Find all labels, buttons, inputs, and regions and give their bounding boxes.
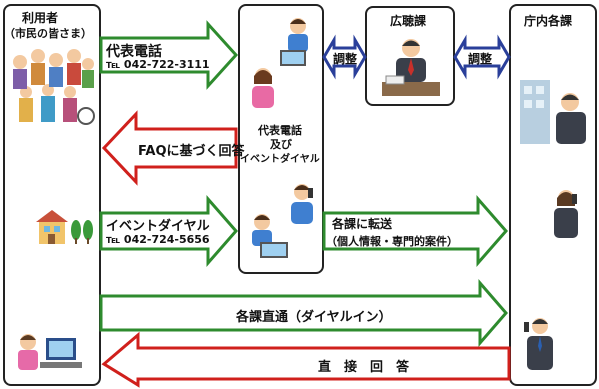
operator-phone-illustration: [291, 184, 313, 224]
operator-male-top-illustration: [280, 18, 308, 66]
departments-box: [509, 4, 597, 386]
adjust-left-label: 調整: [333, 52, 358, 66]
switchboard-label-line1: 代表電話: [258, 124, 302, 137]
transfer-label-line1: 各課に転送: [332, 217, 393, 231]
adjust-right-label: 調整: [468, 52, 493, 66]
public-hearing-title: 広聴課: [390, 14, 427, 28]
users-title-line1: 利用者: [22, 11, 59, 25]
switchboard-box: [238, 4, 324, 274]
operator-laptop-illustration: [252, 214, 288, 258]
faq-reply-label: FAQに基づく回答: [138, 144, 245, 159]
operator-female-illustration: [252, 68, 274, 108]
main-phone-title: 代表電話: [106, 44, 162, 60]
adjust-left-arrow: [322, 34, 367, 80]
department-staff-building-illustration: [520, 80, 586, 144]
main-phone-arrow: [99, 20, 239, 90]
event-dial-number: ℡ 042-724-5656: [106, 233, 210, 246]
citizens-group-illustration: [13, 49, 95, 125]
event-dial-arrow: [99, 195, 238, 267]
event-dial-title: イベントダイヤル: [106, 219, 210, 234]
transfer-label-line2: （個人情報・専門的案件）: [326, 235, 458, 248]
departments-title: 庁内各課: [524, 14, 573, 28]
transfer-arrow: [322, 195, 508, 267]
public-hearing-staff-illustration: [382, 39, 440, 96]
switchboard-label-line3: イベントダイヤル: [240, 154, 320, 165]
main-phone-number: ℡ 042-722-3111: [106, 58, 210, 71]
faq-reply-arrow: [101, 110, 238, 186]
house-illustration: [36, 210, 93, 244]
switchboard-label-line2: 及び: [270, 138, 292, 151]
direct-dial-arrow: [99, 278, 508, 348]
computer-user-illustration: [18, 334, 82, 370]
adjust-right-arrow: [453, 34, 511, 80]
direct-reply-label: 直 接 回 答: [318, 360, 410, 375]
direct-reply-arrow: [101, 331, 511, 388]
department-staff-phone-illustration: [524, 318, 553, 370]
direct-dial-label: 各課直通（ダイヤルイン）: [236, 310, 392, 325]
department-staff-female-illustration: [554, 190, 578, 238]
users-title-line2: （市民の皆さま）: [4, 27, 92, 40]
